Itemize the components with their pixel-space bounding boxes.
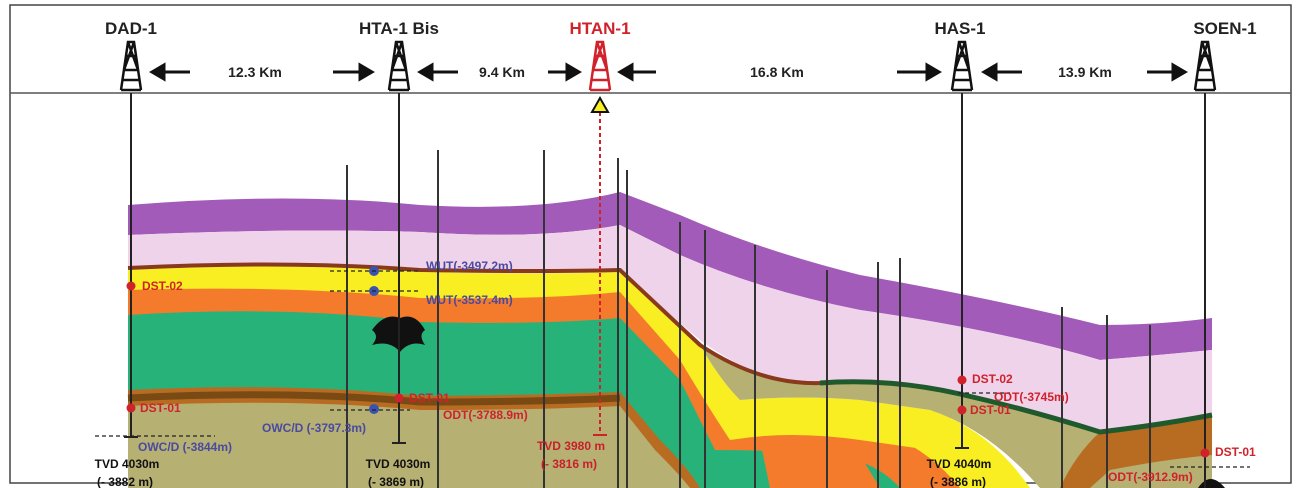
dst-marker: [957, 375, 967, 385]
layer-darkgreen-band: [819, 379, 1213, 435]
arrow-left-icon: [617, 62, 656, 82]
fault-lines: [346, 150, 1151, 488]
derrick-icon: [950, 40, 974, 92]
layer-olive: [128, 402, 690, 488]
distance-label: 12.3 Km: [228, 64, 282, 80]
well-name-htan1: HTAN-1: [569, 19, 630, 38]
layer-dark-brown-base: [127, 391, 621, 406]
arrow-left-icon: [981, 62, 1022, 82]
layer-dark-brown-top: [127, 262, 821, 386]
layer-yellow-right: [880, 420, 1010, 488]
has-dst01-label: DST-01: [970, 403, 1011, 417]
owc-marker: [369, 404, 379, 414]
dst-marker: [126, 281, 136, 291]
tvd-label-htan1: TVD 3980 m: [537, 439, 605, 453]
arrow-right-icon: [1147, 62, 1188, 82]
hta-owc-label: OWC/D (-3797.3m): [262, 421, 366, 435]
dst-marker: [394, 393, 404, 403]
derrick-icon: [1193, 40, 1217, 92]
hta-odt-label: ODT(-3788.9m): [443, 408, 528, 422]
well-name-hta1bis: HTA-1 Bis: [359, 19, 439, 38]
layer-orange-right: [760, 440, 880, 488]
arrow-right-icon: [897, 62, 942, 82]
layer-brown-right: [1060, 415, 1212, 488]
dst-marker: [1200, 448, 1210, 458]
distance-label: 16.8 Km: [750, 64, 804, 80]
hta-wut2-label: WUT(-3537.4m): [426, 293, 513, 307]
tvd-label-has1: TVD 4040m: [927, 457, 992, 471]
dst-marker: [126, 403, 136, 413]
well-name-dad1: DAD-1: [105, 19, 157, 38]
derrick-icon: [119, 40, 143, 92]
tvdss-label-hta1bis: (- 3869 m): [368, 475, 424, 488]
dad-dst02-label: DST-02: [142, 279, 183, 293]
has-odt-label: ODT(-3745m): [994, 390, 1069, 404]
contact-lines: [95, 270, 1250, 468]
layer-purple: [128, 192, 1212, 360]
arrow-right-icon: [548, 62, 582, 82]
well-name-soen1: SOEN-1: [1193, 19, 1256, 38]
dad-dst01-label: DST-01: [140, 401, 181, 415]
derrick-icon: [387, 40, 411, 92]
well-bores: [124, 93, 1206, 488]
arrow-left-icon: [149, 62, 190, 82]
soen-odt-label: ODT(-3912.9m): [1108, 470, 1193, 484]
distance-label: 13.9 Km: [1058, 64, 1112, 80]
arrow-left-icon: [417, 62, 458, 82]
tvd-label-hta1bis: TVD 4030m: [366, 457, 431, 471]
distance-arrows: [149, 62, 1188, 82]
tvd-label-dad1: TVD 4030m: [95, 457, 160, 471]
soen-dst01-label: DST-01: [1215, 445, 1256, 459]
hta-wut1-label: WUT(-3497.2m): [426, 259, 513, 273]
layer-pink: [128, 225, 1212, 432]
tvdss-label-has1: (- 3886 m): [930, 475, 986, 488]
well-name-has1: HAS-1: [934, 19, 985, 38]
derrick-icon: [588, 40, 612, 92]
arrow-right-icon: [333, 62, 375, 82]
proposed-well-triangle: [590, 95, 610, 113]
hta-dst01-label: DST-01: [409, 391, 450, 405]
tvdss-label-htan1: (- 3816 m): [541, 457, 597, 471]
derrick-icons: [119, 40, 1217, 92]
dst-marker: [957, 405, 967, 415]
distance-label: 9.4 Km: [479, 64, 525, 80]
geologic-layers: [127, 192, 1225, 488]
has-dst02-label: DST-02: [972, 372, 1013, 386]
dad-owc-label: OWC/D (-3844m): [138, 440, 232, 454]
tvdss-label-dad1: (- 3882 m): [97, 475, 153, 488]
